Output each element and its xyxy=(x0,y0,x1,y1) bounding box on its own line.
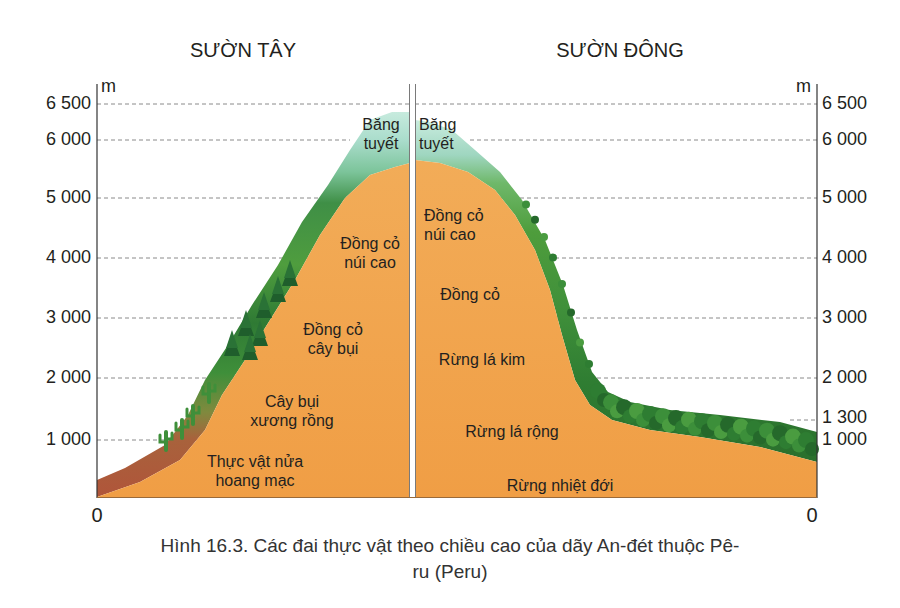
forest-symbol xyxy=(540,233,548,241)
forest-symbol xyxy=(585,360,593,368)
cactus-symbol xyxy=(211,385,215,391)
conifer-symbol xyxy=(244,334,256,352)
panel-divider xyxy=(410,84,415,498)
panel-divider-line xyxy=(415,84,416,498)
east-mountain-body xyxy=(415,160,817,497)
cactus-symbol xyxy=(176,423,180,430)
vegetation-zone-label: Đồng cỏ núi cao xyxy=(334,234,406,272)
conifer-symbol xyxy=(240,310,252,328)
cactus-symbol xyxy=(187,409,191,416)
ground-line xyxy=(97,497,817,498)
conifer-symbol xyxy=(226,330,238,348)
panel-divider-line xyxy=(409,84,410,498)
height-tick: 4 000 xyxy=(822,247,867,268)
height-tick: 6 000 xyxy=(822,129,867,150)
height-tick: 6 500 xyxy=(46,93,91,114)
vegetation-zone-label: Thực vật nửa hoang mạc xyxy=(200,452,310,490)
gridline xyxy=(415,104,817,105)
vegetation-zone-label: Đồng cỏ cây bụi xyxy=(297,320,369,358)
conifer-symbol xyxy=(272,276,284,294)
vegetation-zone-label: Băng tuyết xyxy=(356,115,406,153)
height-tick: 5 000 xyxy=(822,187,867,208)
west-mountain-body xyxy=(97,163,410,497)
gridline xyxy=(97,104,409,105)
vegetation-symbols xyxy=(160,201,819,456)
forest-symbol xyxy=(558,280,566,288)
vegetation-zone-label: Đồng cỏ núi cao xyxy=(424,206,496,244)
height-tick: 3 000 xyxy=(46,307,91,328)
cactus-symbol xyxy=(203,387,207,394)
height-tick: 1 300 xyxy=(822,408,867,428)
vegetation-zone-label: Đồng cỏ xyxy=(440,285,500,304)
vegetation-zone-label: Băng tuyết xyxy=(419,115,469,153)
height-tick: 6 000 xyxy=(46,129,91,150)
vegetation-zone-label: Rừng nhiệt đới xyxy=(507,476,614,495)
axis-origin: 0 xyxy=(91,503,102,527)
forest-symbol xyxy=(522,201,530,209)
gridline xyxy=(470,140,817,141)
gridline xyxy=(790,420,817,421)
axis-unit: m xyxy=(796,76,811,97)
height-tick: 3 000 xyxy=(822,307,867,328)
height-tick: 2 000 xyxy=(46,367,91,388)
height-tick: 2 000 xyxy=(822,367,867,388)
conifer-symbol xyxy=(284,260,296,278)
forest-symbol xyxy=(567,308,575,316)
slope-heading: SƯỜN ĐÔNG xyxy=(556,38,684,62)
right-axis xyxy=(816,84,817,498)
figure-caption: Hình 16.3. Các đai thực vật theo chiều c… xyxy=(160,533,740,584)
height-tick: 6 500 xyxy=(822,93,867,114)
left-axis xyxy=(96,84,97,498)
forest-symbol xyxy=(549,254,557,262)
vegetation-zone-label: Cây bụi xương rồng xyxy=(246,392,338,430)
forest-symbol xyxy=(576,338,584,346)
west-vegetation-belt xyxy=(97,112,410,497)
cactus-symbol xyxy=(160,435,164,442)
height-tick: 5 000 xyxy=(46,187,91,208)
height-tick: 4 000 xyxy=(46,247,91,268)
cactus-symbol xyxy=(184,421,188,427)
height-tick: 1 000 xyxy=(822,430,867,450)
conifer-symbol xyxy=(258,292,270,310)
cactus-symbol xyxy=(195,407,199,413)
height-tick: 1 000 xyxy=(46,429,91,450)
vegetation-zone-label: Rừng lá kim xyxy=(439,350,525,369)
conifer-symbol xyxy=(254,320,266,338)
forest-symbol xyxy=(531,216,539,224)
cactus-symbol xyxy=(168,433,172,439)
slope-heading: SƯỜN TÂY xyxy=(190,38,296,62)
gridline xyxy=(97,140,350,141)
axis-origin: 0 xyxy=(806,503,817,527)
vegetation-zone-label: Rừng lá rộng xyxy=(465,422,558,441)
axis-unit: m xyxy=(101,76,116,97)
